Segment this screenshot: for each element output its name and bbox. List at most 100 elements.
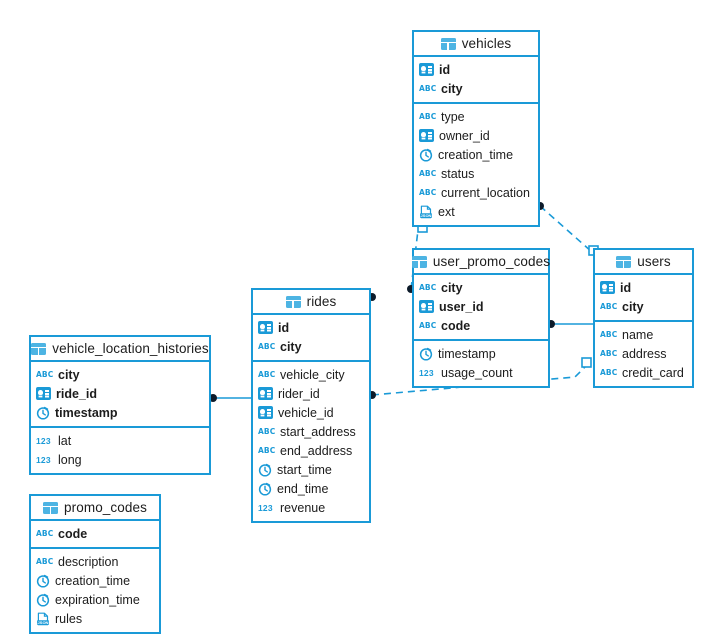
column-name: start_address [280,424,356,439]
column-row[interactable]: vehicle_id [253,403,369,422]
clock-icon [36,593,50,607]
column-name: status [441,166,475,181]
column-name: ride_id [56,386,97,401]
column-name: rider_id [278,386,320,401]
id-card-icon [419,63,434,76]
column-row[interactable]: id [414,60,538,79]
clock-icon [419,347,433,361]
column-name: expiration_time [55,592,140,607]
column-row[interactable]: id [595,278,692,297]
table-header-user_promo_codes[interactable]: user_promo_codes [411,250,551,275]
column-row[interactable]: ABC name [595,325,692,344]
column-row[interactable]: owner_id [414,126,538,145]
relationship-endpoint-square [581,357,592,368]
table-grid-icon [43,501,59,514]
table-header-vehicles[interactable]: vehicles [414,32,538,57]
abc-icon: ABC [419,283,437,292]
svg-text:JSON: JSON [421,213,432,218]
relationship-rel-vehicle_location_histories-rides [209,394,251,402]
123-icon: 123 [36,455,51,465]
column-name: name [622,327,654,342]
clock-icon [419,148,433,162]
table-name: user_promo_codes [432,254,551,269]
column-row[interactable]: timestamp [414,344,548,363]
column-name: timestamp [438,346,496,361]
column-row[interactable]: creation_time [414,145,538,164]
id-card-icon [36,387,51,400]
table-header-rides[interactable]: rides [253,290,369,315]
column-row[interactable]: rider_id [253,384,369,403]
table-grid-icon [285,295,301,308]
clock-icon [36,406,50,420]
json-icon: JSON [419,205,433,219]
abc-icon: ABC [36,529,54,538]
column-name: owner_id [439,128,490,143]
column-row[interactable]: end_time [253,479,369,498]
abc-icon: ABC [419,188,437,197]
abc-icon: ABC [600,302,618,311]
relationship-line [539,205,593,253]
column-row[interactable]: creation_time [31,571,159,590]
table-header-promo_codes[interactable]: promo_codes [31,496,159,521]
id-card-icon [600,281,615,294]
table-grid-icon [31,342,47,355]
table-header-users[interactable]: users [595,250,692,275]
column-row[interactable]: timestamp [31,403,209,422]
123-icon: 123 [258,503,273,513]
clock-icon [36,574,50,588]
column-row[interactable]: start_time [253,460,369,479]
column-row[interactable]: expiration_time [31,590,159,609]
clock-icon [258,463,272,477]
column-name: user_id [439,299,484,314]
abc-icon: ABC [600,330,618,339]
abc-icon: ABC [258,446,276,455]
column-name: city [58,367,80,382]
column-row[interactable]: ride_id [31,384,209,403]
column-row[interactable]: id [253,318,369,337]
column-name: usage_count [441,365,513,380]
table-grid-icon [411,255,427,268]
table-header-vehicle_location_histories[interactable]: vehicle_location_histories [31,337,209,362]
column-name: description [58,554,119,569]
abc-icon: ABC [258,370,276,379]
column-row[interactable]: user_id [414,297,548,316]
table-name: vehicle_location_histories [52,341,209,356]
column-name: type [441,109,465,124]
